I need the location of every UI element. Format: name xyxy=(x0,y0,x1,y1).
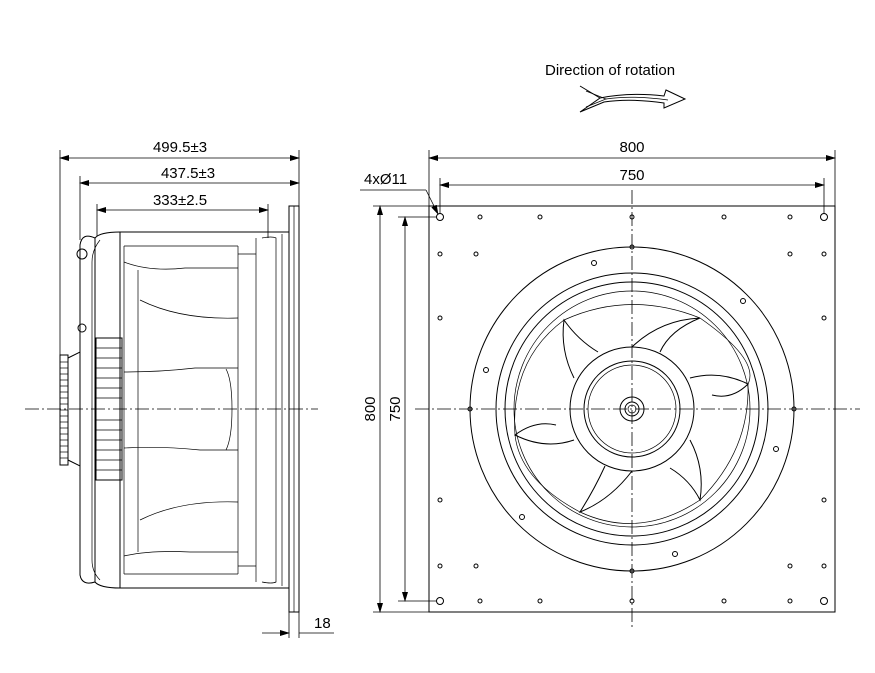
dim-hole-spacing-v-label: 750 xyxy=(387,396,404,421)
plate-fastener-holes xyxy=(437,214,827,604)
side-view: 499.5±3 437.5±3 333±2.5 18 xyxy=(25,139,334,638)
dim-overall-label: 499.5±3 xyxy=(153,139,207,156)
motor-rotor xyxy=(95,337,123,481)
shaft-boss xyxy=(619,396,645,422)
ring-fastener-holes xyxy=(467,244,797,574)
hub-outer xyxy=(569,346,695,472)
front-view: 800 750 4xØ11 800 750 xyxy=(360,139,860,628)
hole-callout-label: 4xØ11 xyxy=(364,171,407,188)
dim-height-label: 800 xyxy=(362,396,379,421)
rotation-arrow-icon xyxy=(579,85,687,113)
inlet-inner-ring xyxy=(504,281,760,537)
cable-gland xyxy=(76,248,88,260)
inlet-ring xyxy=(495,272,769,546)
rotation-label: Direction of rotation xyxy=(545,62,675,79)
dim-hole-spacing-h-label: 750 xyxy=(619,167,644,184)
dim-wheel-label: 333±2.5 xyxy=(153,192,207,209)
side-dimension-lines xyxy=(59,150,334,638)
hub-inner xyxy=(583,360,681,458)
impeller-blades xyxy=(514,304,751,524)
front-dimension-lines xyxy=(360,150,836,613)
motor-fins xyxy=(60,361,68,459)
shaft-icon xyxy=(624,401,640,417)
dim-inlet-label: 437.5±3 xyxy=(161,165,215,182)
dim-flange-label: 18 xyxy=(314,615,331,632)
outer-ring xyxy=(469,246,795,572)
dim-width-label: 800 xyxy=(619,139,644,156)
